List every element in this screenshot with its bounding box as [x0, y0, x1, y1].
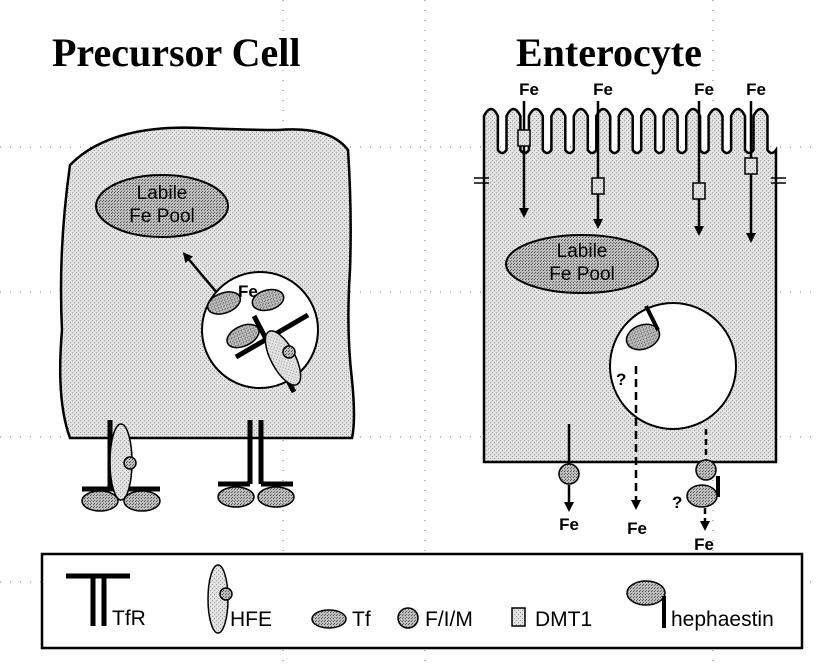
legend-hfe-label: HFE — [230, 608, 272, 631]
fe-in-label-3: Fe — [694, 80, 714, 99]
precursor-labile-fe-pool: Labile Fe Pool — [95, 174, 229, 238]
fe-in-label-4: Fe — [746, 80, 766, 99]
legend: TfR HFE Tf F/I/M DMT1 hephaestin — [40, 552, 804, 650]
dmt1-transporter-1 — [517, 129, 531, 147]
precursor-cell-title: Precursor Cell — [52, 30, 300, 75]
enterocyte-labile-fe-pool: Labile Fe Pool — [505, 234, 659, 294]
legend-dmt1-label: DMT1 — [535, 608, 592, 631]
enterocyte-vesicle: ? — [609, 302, 737, 430]
dmt1-transporter-3 — [692, 182, 706, 200]
legend-box — [40, 552, 804, 650]
dmt1-transporter-2 — [591, 177, 605, 195]
legend-dmt1: DMT1 — [511, 607, 592, 631]
precursor-pool-label-1: Labile — [137, 183, 188, 204]
legend-hephaestin-label: hephaestin — [671, 608, 774, 631]
precursor-fe-label: Fe — [238, 282, 258, 301]
enterocyte-pool-label-1: Labile — [557, 241, 608, 262]
precursor-cell: Labile Fe Pool Fe — [58, 126, 356, 512]
precursor-endosome: Fe — [201, 271, 319, 394]
question-mark-1: ? — [616, 370, 626, 389]
legend-tf-label: Tf — [352, 608, 371, 631]
legend-hfe: HFE — [207, 564, 272, 634]
fe-in-label-2: Fe — [593, 80, 613, 99]
legend-hephaestin: hephaestin — [626, 580, 774, 631]
tight-junction-marks — [474, 177, 786, 184]
dmt1-transporter-4 — [744, 157, 758, 175]
legend-tfr-label: TfR — [112, 607, 146, 630]
question-mark-2: ? — [672, 493, 682, 512]
legend-tf: Tf — [311, 608, 371, 631]
fe-out-label-2: Fe — [627, 519, 647, 538]
enterocyte-title: Enterocyte — [516, 30, 702, 75]
precursor-pool-label-2: Fe Pool — [129, 206, 194, 227]
legend-fim: F/I/M — [397, 607, 473, 631]
precursor-tfr-complex — [217, 420, 295, 508]
legend-tfr: TfR — [66, 573, 146, 630]
legend-fim-label: F/I/M — [425, 608, 473, 631]
enterocyte-pool-label-2: Fe Pool — [549, 264, 614, 285]
enterocyte-fe-uptake: Fe Fe Fe Fe — [517, 80, 766, 243]
fe-out-label-3: Fe — [694, 535, 714, 554]
fe-out-label-1: Fe — [559, 515, 579, 534]
enterocyte-fe-export: Fe Fe ? Fe — [558, 366, 720, 554]
precursor-hfe-complex — [81, 420, 161, 512]
fe-in-label-1: Fe — [519, 80, 539, 99]
